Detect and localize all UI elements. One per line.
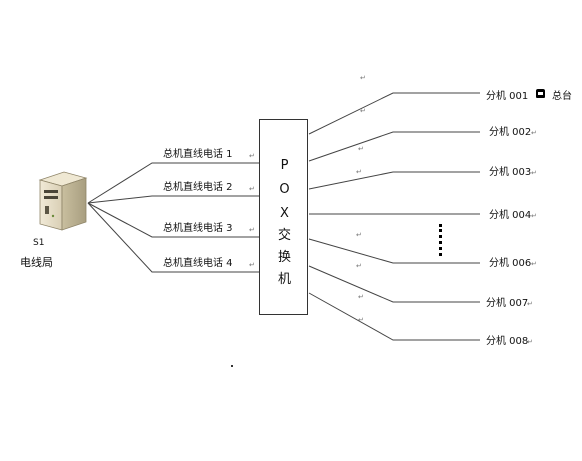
- extension-label-002: 分机 002: [489, 127, 532, 138]
- return-mark: ↵: [531, 169, 537, 177]
- extension-note-001: 总台: [552, 91, 572, 102]
- pbx-label-char: 换: [277, 250, 291, 265]
- trunk-line-label-1: 总机直线电话 1: [163, 149, 233, 160]
- co-link-1: [87, 162, 259, 204]
- ext-link-008: [308, 292, 480, 341]
- pbx-label-char: P: [280, 158, 289, 173]
- return-mark: ↵: [527, 338, 533, 346]
- return-mark: ↵: [360, 107, 366, 115]
- return-mark: ↵: [531, 129, 537, 137]
- central-office-label: 电线局: [20, 256, 53, 269]
- extension-label-008: 分机 008: [486, 336, 529, 347]
- extension-label-003: 分机 003: [489, 167, 532, 178]
- ext-link-003: [308, 171, 480, 190]
- phone-icon: [536, 89, 545, 98]
- co-link-2: [87, 195, 259, 204]
- co-link-3: [87, 202, 259, 238]
- return-mark: ↵: [531, 260, 537, 268]
- return-mark: ↵: [531, 212, 537, 220]
- return-mark: ↵: [356, 168, 362, 176]
- pbx-label-char: O: [279, 182, 290, 197]
- extension-label-004: 分机 004: [489, 210, 532, 221]
- co-link-4: [87, 202, 259, 273]
- ext-link-007: [308, 265, 480, 303]
- return-mark: ↵: [249, 185, 255, 193]
- ext-link-002: [308, 131, 480, 162]
- extension-label-007: 分机 007: [486, 298, 529, 309]
- pbx-label-char: 机: [277, 272, 291, 287]
- return-mark: ↵: [249, 226, 255, 234]
- return-mark: ↵: [356, 262, 362, 270]
- return-mark: ↵: [527, 300, 533, 308]
- return-mark: ↵: [358, 293, 364, 301]
- extension-label-001: 分机 001: [486, 91, 529, 102]
- extension-label-006: 分机 006: [489, 258, 532, 269]
- pbx-label-char: X: [280, 206, 289, 221]
- server-label: S1: [33, 238, 45, 248]
- return-mark: ↵: [358, 145, 364, 153]
- return-mark: ↵: [358, 316, 364, 324]
- more-extensions-ellipsis: [439, 224, 442, 256]
- ext-link-006: [308, 238, 480, 264]
- pbx-switch: P O X 交 换 机: [259, 119, 308, 315]
- return-mark: ↵: [360, 74, 366, 82]
- trunk-line-label-2: 总机直线电话 2: [163, 182, 233, 193]
- stray-dot: [231, 365, 233, 367]
- trunk-line-label-3: 总机直线电话 3: [163, 223, 233, 234]
- pbx-label-char: 交: [277, 228, 291, 243]
- return-mark: ↵: [249, 152, 255, 160]
- ext-link-001: [308, 92, 480, 135]
- server-icon: [38, 171, 88, 231]
- return-mark: ↵: [249, 261, 255, 269]
- return-mark: ↵: [356, 231, 362, 239]
- trunk-line-label-4: 总机直线电话 4: [163, 258, 233, 269]
